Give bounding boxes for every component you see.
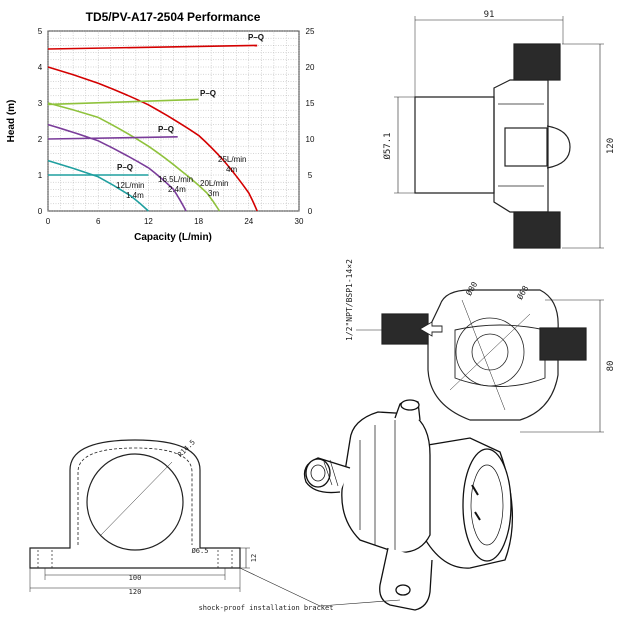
head-curve [47, 66, 258, 212]
head-curve [47, 102, 221, 212]
inlet-bore [310, 464, 326, 482]
motor-vents [471, 484, 481, 521]
pq-label: P–Q [117, 163, 133, 172]
front-cover [454, 324, 546, 387]
callout-leader-2 [319, 599, 401, 607]
side-view-drawing: 91 120 Ø57.1 [382, 10, 616, 249]
dim-diameter-80: Ø80 [463, 280, 479, 298]
y2-tick-label: 10 [306, 135, 315, 144]
isometric-pump-drawing: shock-proof installation bracket [199, 399, 514, 612]
y2-tick-label: 25 [306, 27, 315, 36]
front-housing [427, 289, 559, 421]
y-tick-label: 5 [38, 27, 43, 36]
flow-arrow-icon [419, 321, 443, 337]
diameter-leader [449, 313, 531, 391]
x-tick-label: 30 [295, 217, 304, 226]
series-label-head: 3m [208, 189, 219, 198]
series-label-flow: 12L/min [116, 181, 144, 190]
bracket-outline [29, 439, 241, 569]
dim-radius: R14.5 [176, 438, 197, 459]
mount-hole-left [37, 547, 53, 569]
motor-endcap-inner [470, 464, 504, 546]
dim-diameter-57: Ø57.1 [382, 132, 393, 159]
dim-100: 100 [129, 574, 142, 582]
pq-label: P–Q [200, 89, 216, 98]
inlet-circle [471, 333, 509, 371]
threaded-port-top [513, 43, 561, 81]
pump-clamp-circle [86, 453, 184, 551]
outlet-opening [400, 399, 420, 411]
threaded-outlet [539, 327, 587, 361]
series-label-flow: 20L/min [200, 179, 228, 188]
y-tick-label: 4 [38, 63, 43, 72]
series-label-head: 1.4m [126, 191, 144, 200]
bracket-foot-hole [395, 584, 411, 596]
x-tick-label: 0 [46, 217, 51, 226]
impeller-circle [455, 317, 525, 387]
motor-endcap [462, 448, 512, 562]
power-curve [47, 136, 178, 140]
dim-91: 91 [484, 10, 495, 20]
motor-housing [414, 96, 495, 194]
thread-spec: 1/2"NPT/BSP1-14×2 [345, 259, 354, 341]
pump-cover [504, 127, 548, 167]
pump-head-iso [341, 411, 431, 554]
head-curve [47, 159, 149, 212]
x-tick-label: 6 [96, 217, 101, 226]
y-tick-label: 1 [38, 171, 43, 180]
dim-120-bracket: 120 [129, 588, 142, 596]
pump-outlet-boss [546, 125, 571, 169]
radius-leader [99, 461, 173, 537]
power-curve [47, 44, 258, 50]
x-tick-label: 24 [244, 217, 253, 226]
pump-head [493, 79, 549, 213]
y2-tick-label: 5 [308, 171, 313, 180]
front-view-drawing: 1/2"NPT/BSP1-14×2 Ø80 Ø68 80 [345, 259, 616, 433]
y-tick-label: 0 [38, 207, 43, 216]
y-tick-label: 2 [38, 135, 43, 144]
pq-label: P–Q [158, 125, 174, 134]
bracket-inner-dashed [77, 447, 193, 545]
dim-80: 80 [606, 361, 616, 372]
y-tick-label: 3 [38, 99, 43, 108]
power-curve [47, 98, 199, 106]
series-label-head: 4m [226, 165, 237, 174]
callout-bracket-label: shock-proof installation bracket [199, 604, 334, 612]
series-label-head: 2.4m [168, 185, 186, 194]
dim-12: 12 [250, 554, 258, 562]
series-label-flow: 16.5L/min [158, 175, 193, 184]
inlet-thread-lines [323, 459, 339, 487]
y2-tick-label: 20 [306, 63, 315, 72]
bracket-foot-iso [379, 547, 433, 611]
pump-head-ribs [359, 420, 396, 550]
pump-ribs [498, 103, 544, 187]
y2-tick-label: 15 [306, 99, 315, 108]
dim-hole: Ø6.5 [192, 547, 209, 555]
threaded-port-bottom [513, 211, 561, 249]
mount-hole-right [217, 547, 233, 569]
callout-leader [239, 567, 321, 607]
plot-grid [47, 30, 300, 212]
chart-title: TD5/PV-A17-2504 Performance [86, 10, 261, 24]
diameter-leader [461, 299, 506, 411]
dim-120: 120 [606, 138, 616, 154]
head-curve [47, 123, 187, 212]
y-axis-label: Head (m) [6, 100, 17, 143]
pq-label: P–Q [248, 33, 264, 42]
dim-diameter-68: Ø68 [514, 284, 530, 302]
bracket-drawing: R14.5 Ø6.5 12 100 120 [29, 438, 258, 596]
x-tick-label: 18 [194, 217, 203, 226]
y2-tick-label: 0 [308, 207, 313, 216]
series-label-flow: 25L/min [218, 155, 246, 164]
x-tick-label: 12 [144, 217, 153, 226]
x-axis-label: Capacity (L/min) [134, 232, 212, 243]
